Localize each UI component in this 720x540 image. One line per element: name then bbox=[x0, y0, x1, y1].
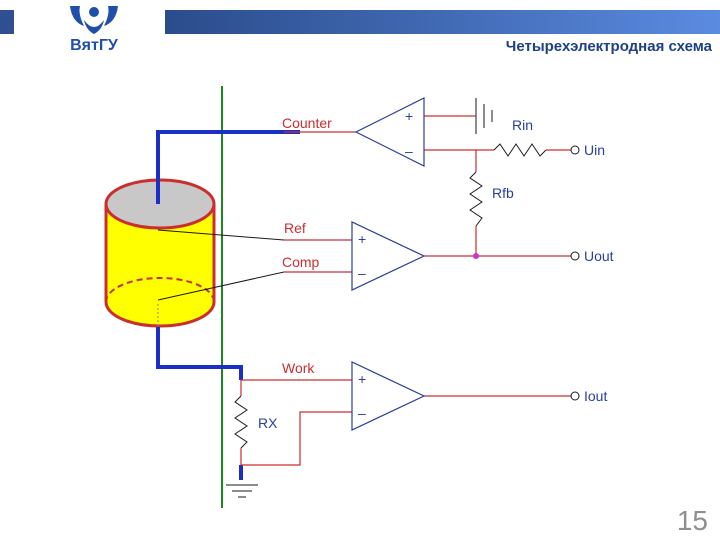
university-logo: ВятГУ bbox=[58, 2, 130, 58]
ref-probe-line bbox=[157, 229, 285, 241]
battery-symbol bbox=[460, 98, 493, 134]
ground-icon bbox=[226, 484, 258, 498]
output-node bbox=[473, 253, 479, 259]
work-label: Work bbox=[282, 360, 315, 376]
comp-label: Comp bbox=[282, 254, 320, 270]
ref-opamp-plus: + bbox=[358, 231, 366, 247]
counter-opamp bbox=[354, 97, 425, 167]
header-accent-bar bbox=[165, 10, 720, 34]
wiring bbox=[240, 115, 575, 466]
rx-resistor bbox=[234, 395, 248, 449]
ref-comp-opamp bbox=[351, 221, 426, 291]
iout-label: Iout bbox=[584, 388, 607, 404]
iout-terminal bbox=[570, 391, 580, 401]
header-accent-bar-left bbox=[0, 10, 14, 34]
uin-label: Uin bbox=[584, 142, 605, 158]
rx-label: RX bbox=[258, 415, 278, 431]
rin-label: Rin bbox=[512, 117, 533, 133]
counter-label: Counter bbox=[282, 115, 332, 131]
work-opamp bbox=[351, 361, 426, 431]
comp-probe-line bbox=[157, 271, 285, 301]
ref-label: Ref bbox=[284, 220, 306, 236]
slide-title: Четырехэлектродная схема bbox=[505, 38, 712, 55]
uout-label: Uout bbox=[584, 248, 614, 264]
rfb-resistor bbox=[469, 171, 483, 227]
rfb-label: Rfb bbox=[492, 185, 514, 201]
counter-electrode bbox=[156, 130, 300, 204]
uout-terminal bbox=[570, 251, 580, 261]
rin-resistor bbox=[493, 143, 547, 157]
logo-emblem-icon bbox=[70, 6, 118, 34]
counter-opamp-plus: + bbox=[405, 108, 413, 124]
ref-opamp-minus: – bbox=[358, 265, 366, 281]
counter-opamp-minus: – bbox=[405, 143, 413, 159]
logo-wordmark: ВятГУ bbox=[70, 37, 119, 54]
working-electrode bbox=[156, 327, 243, 380]
slide-number: 15 bbox=[676, 505, 708, 536]
work-opamp-minus: – bbox=[358, 405, 366, 421]
uin-terminal bbox=[570, 145, 580, 155]
work-opamp-plus: + bbox=[358, 371, 366, 387]
